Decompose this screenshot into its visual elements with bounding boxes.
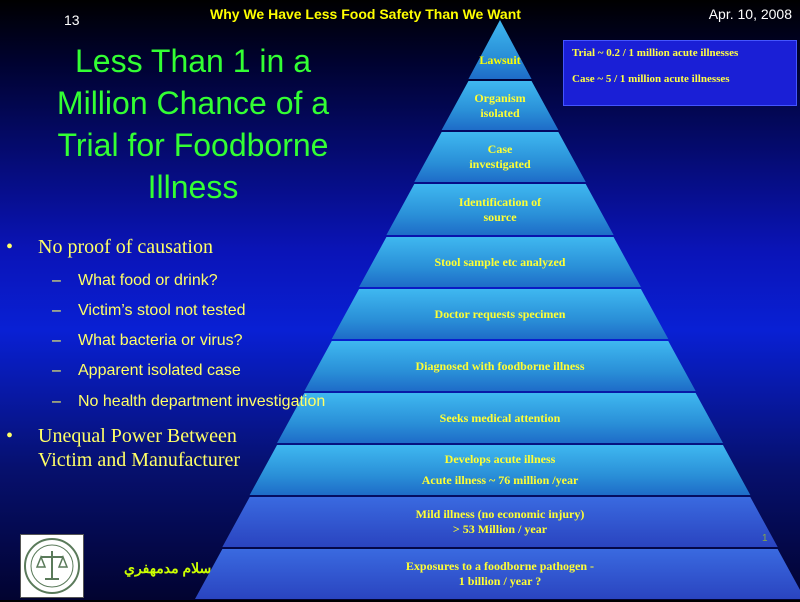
- footer-mark: 1: [762, 533, 768, 544]
- pyramid-layer-text: Seeks medical attention: [439, 410, 561, 425]
- pyramid-layer-text: Develops acute illness: [444, 452, 556, 466]
- pyramid-layer: [441, 81, 559, 130]
- bullet-dot-icon: •: [6, 236, 14, 258]
- sub-bullet-text: Victim’s stool not tested: [78, 302, 246, 319]
- pyramid-layer-text: Stool sample etc analyzed: [434, 254, 566, 269]
- slide-title: Less Than 1 in a Million Chance of a Tri…: [18, 40, 368, 208]
- seal-icon: [24, 538, 80, 594]
- dash-icon: –: [52, 332, 61, 349]
- pyramid-layer-text: isolated: [480, 105, 520, 120]
- pyramid-layer-text: Lawsuit: [479, 52, 521, 67]
- sub-bullet-text: What food or drink?: [78, 272, 218, 289]
- dash-icon: –: [52, 393, 61, 410]
- pyramid-layer-text: Acute illness ~ 76 million /year: [421, 473, 579, 487]
- slide-title-line: Million Chance of a: [56, 85, 330, 121]
- slide-title-line: Less Than 1 in a: [74, 43, 311, 79]
- slide-number: 13: [64, 12, 80, 28]
- bullet-text: Victim and Manufacturer: [38, 449, 241, 471]
- organization-logo: [20, 534, 84, 598]
- pyramid-layer-text: Doctor requests specimen: [434, 306, 566, 321]
- pyramid-layer-label: Stool sample etc analyzed: [369, 236, 631, 288]
- pyramid-layer-text: Identification of: [458, 194, 542, 209]
- pyramid-layer: [331, 289, 669, 339]
- pyramid-layer-label: Diagnosed with foodborne illness: [314, 340, 685, 392]
- bullet-text: No proof of causation: [38, 236, 213, 258]
- pyramid-layer-text: Mild illness (no economic injury): [415, 507, 585, 521]
- pyramid-layer: [414, 132, 586, 182]
- pyramid-layer: [304, 341, 696, 391]
- pyramid-layer-text: Organism: [474, 90, 526, 105]
- sub-bullet-text: Apparent isolated case: [78, 362, 241, 379]
- sub-bullet-text: No health department investigation: [78, 393, 326, 410]
- pyramid-layer-label: Lawsuit: [460, 40, 540, 80]
- pyramid-layer: [195, 549, 800, 599]
- pyramid-layer-text: > 53 Million / year: [452, 522, 548, 536]
- pyramid-layer: [277, 393, 723, 443]
- pyramid-layer-label: Exposures to a foodborne pathogen -1 bil…: [205, 548, 795, 600]
- pyramid-layer: [222, 497, 778, 547]
- bullet-dot-icon: •: [6, 425, 14, 447]
- pyramid-layer-label: Doctor requests specimen: [342, 288, 659, 340]
- pyramid-layer: [359, 237, 641, 287]
- slide-title-line: Illness: [147, 169, 239, 205]
- pyramid-layer-label: Mild illness (no economic injury)> 53 Mi…: [232, 496, 767, 548]
- pyramid-layer-text: source: [483, 209, 517, 224]
- dash-icon: –: [52, 362, 61, 379]
- pyramid-layer-text: Diagnosed with foodborne illness: [415, 358, 585, 373]
- pyramid-layer-text: 1 billion / year ?: [458, 574, 542, 588]
- dash-icon: –: [52, 272, 61, 289]
- pyramid-layer-text: investigated: [469, 157, 531, 171]
- pyramid-layer-label: Seeks medical attention: [287, 392, 713, 444]
- header-date: Apr. 10, 2008: [708, 6, 792, 22]
- dash-icon: –: [52, 302, 61, 319]
- stats-box: Trial ~ 0.2 / 1 million acute illnesses …: [563, 40, 797, 106]
- stats-trial: Trial ~ 0.2 / 1 million acute illnesses: [572, 47, 739, 59]
- stats-case: Case ~ 5 / 1 million acute illnesses: [572, 73, 730, 85]
- bullet-text: Unequal Power Between: [38, 425, 237, 447]
- pyramid-layer: [249, 445, 751, 495]
- header-title: Why We Have Less Food Safety Than We Wan…: [210, 6, 521, 22]
- pyramid-layer-text: Case: [487, 142, 513, 156]
- pyramid-layer: [386, 184, 614, 235]
- pyramid-layer: [468, 20, 532, 79]
- sub-bullet-text: What bacteria or virus?: [78, 332, 243, 349]
- slide-title-line: Trial for Foodborne: [57, 127, 329, 163]
- pyramid-layer-text: Exposures to a foodborne pathogen -: [405, 559, 595, 573]
- footer-arabic-text: سلام مدمهفري: [124, 560, 212, 576]
